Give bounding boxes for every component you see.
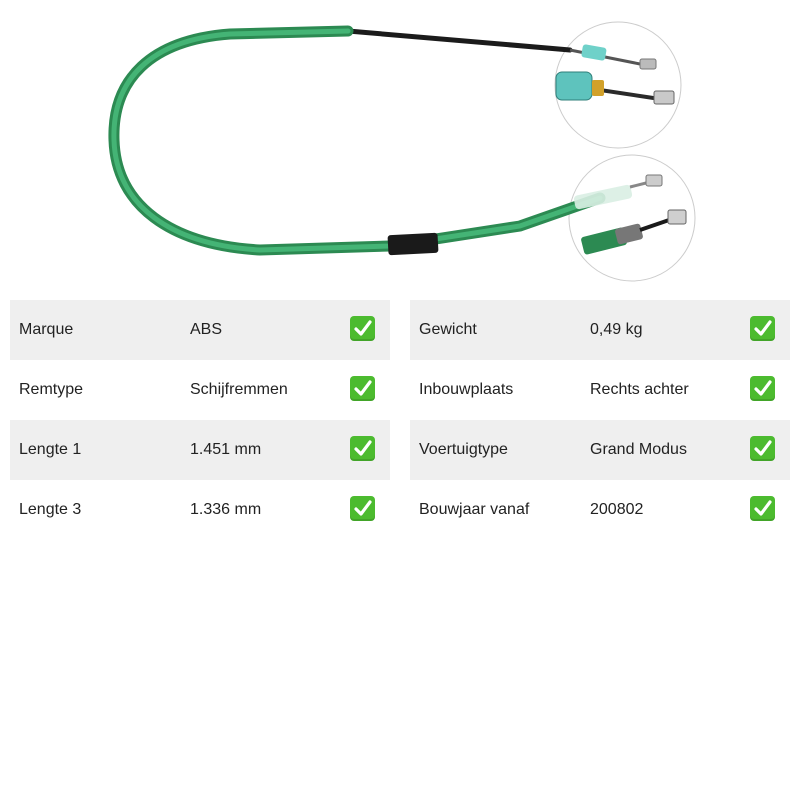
spec-label: Inbouwplaats — [419, 381, 514, 398]
spec-value: 1.451 mm — [190, 441, 262, 458]
spec-value: Schijfremmen — [190, 381, 288, 398]
spec-value: 200802 — [590, 501, 644, 518]
spec-label: Lengte 1 — [19, 441, 82, 458]
cable-sheath — [108, 25, 606, 256]
spec-row-bouwjaar-vanaf: Bouwjaar vanaf 200802 — [410, 480, 790, 540]
spec-row-lengte-1: Lengte 1 1.451 mm — [10, 420, 390, 480]
spec-row-remtype: Remtype Schijfremmen — [10, 360, 390, 420]
spec-table-right: Gewicht 0,49 kg Inbouwplaats Rechts acht… — [410, 300, 790, 540]
cable-sleeve — [387, 232, 439, 256]
spec-row-lengte-3: Lengte 3 1.336 mm — [10, 480, 390, 540]
checkmark-icon — [750, 376, 775, 401]
spec-label: Remtype — [19, 381, 84, 398]
spec-row-gewicht: Gewicht 0,49 kg — [410, 300, 790, 360]
checkmark-icon — [350, 436, 375, 461]
checkmark-icon — [350, 496, 375, 521]
checkmark-icon — [750, 496, 775, 521]
checkmark-icon — [350, 376, 375, 401]
spec-value: 0,49 kg — [590, 321, 643, 338]
spec-label: Marque — [19, 321, 74, 338]
spec-label: Lengte 3 — [19, 501, 82, 518]
checkmark-icon — [750, 316, 775, 341]
spec-value: ABS — [190, 321, 223, 338]
spec-row-inbouwplaats: Inbouwplaats Rechts achter — [410, 360, 790, 420]
spec-label: Voertuigtype — [419, 441, 508, 458]
spec-row-voertuigtype: Voertuigtype Grand Modus — [410, 420, 790, 480]
spec-value: 1.336 mm — [190, 501, 262, 518]
wire-top — [345, 28, 573, 53]
spec-label: Gewicht — [419, 321, 477, 338]
spec-label: Bouwjaar vanaf — [419, 501, 530, 518]
checkmark-icon — [350, 316, 375, 341]
product-image — [108, 21, 696, 282]
checkmark-icon — [750, 436, 775, 461]
spec-value: Rechts achter — [590, 381, 689, 398]
spec-row-marque: Marque ABS — [10, 300, 390, 360]
spec-value: Grand Modus — [590, 441, 687, 458]
spec-table-left: Marque ABS Remtype Schijfremmen Lengte 1… — [10, 300, 390, 540]
